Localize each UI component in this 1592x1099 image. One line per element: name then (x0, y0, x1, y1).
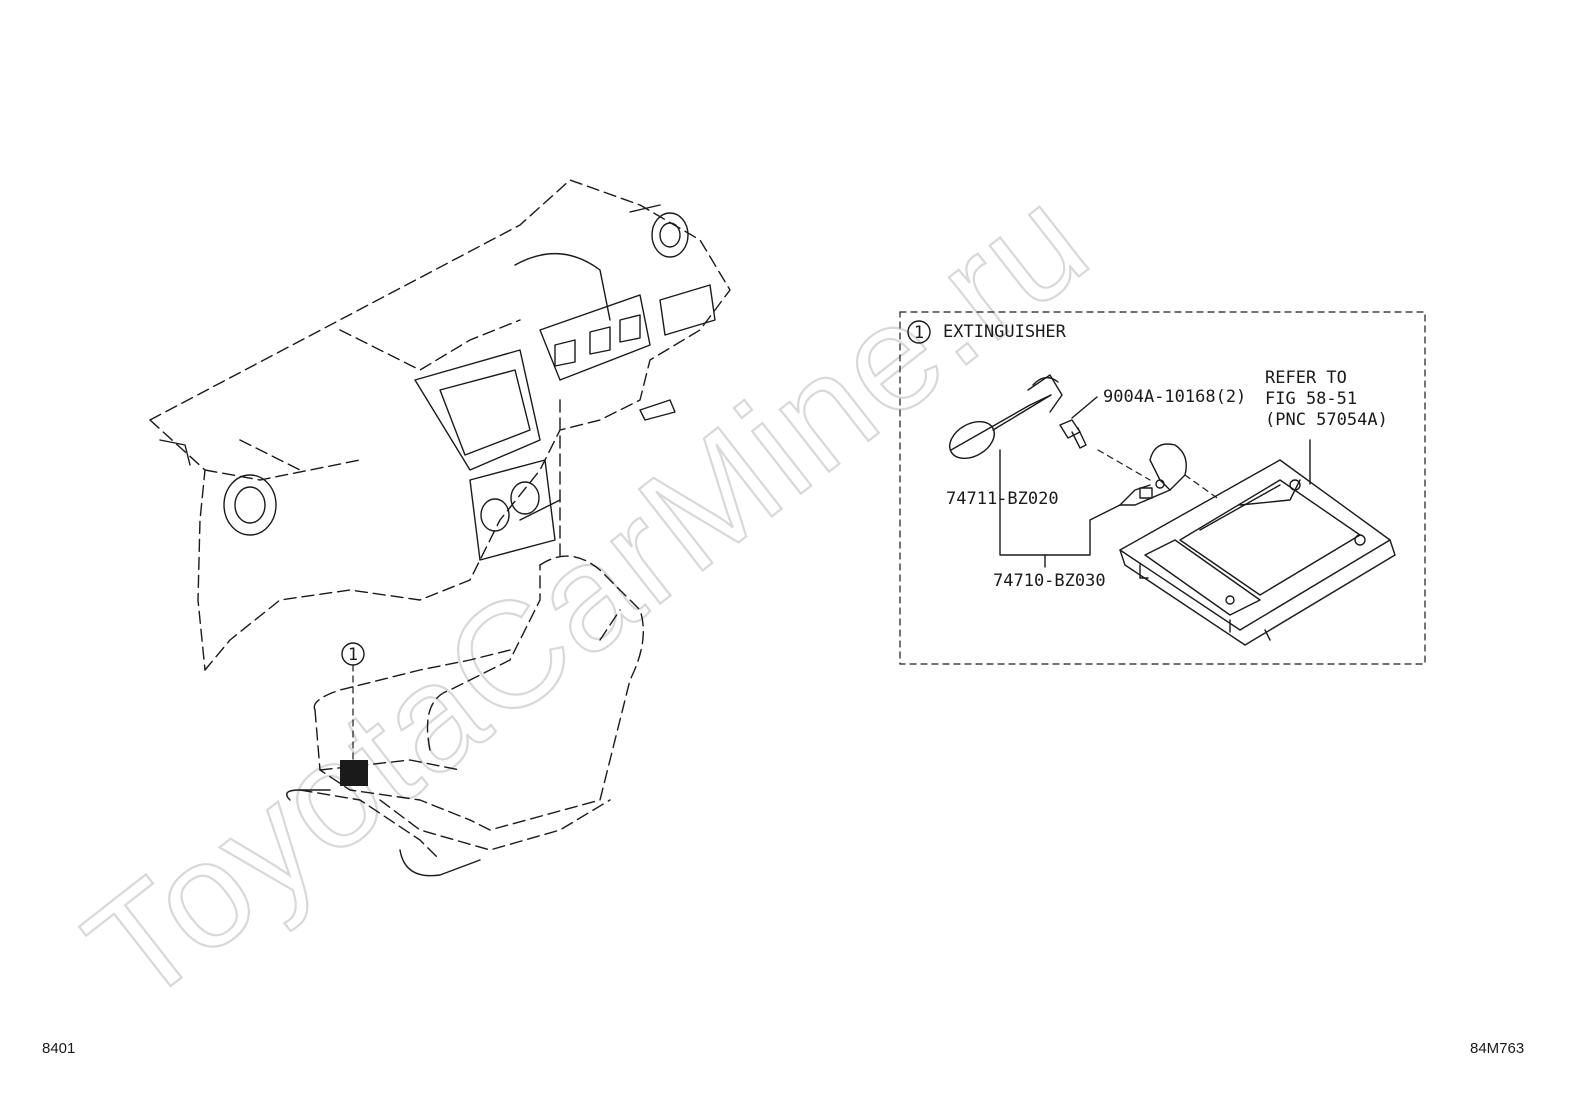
assembly-leader (999, 487, 1121, 556)
extinguisher-part-number: 74711-BZ020 (946, 489, 1059, 509)
extinguisher-canister (949, 374, 1063, 489)
watermark: ToyotaCarMine.ru (56, 154, 1118, 1035)
callout-number-detail: 1 (914, 323, 924, 343)
seat-callout: 1 (340, 642, 368, 786)
figure-code: 84M763 (1470, 1040, 1525, 1057)
callout-circle-detail (907, 320, 931, 344)
detail-title: EXTINGUISHER (943, 322, 1067, 342)
page-code: 8401 (42, 1040, 76, 1057)
instrument-panel-illustration (149, 179, 731, 671)
callout-number-seat: 1 (348, 645, 358, 665)
assembly-part-number: 74710-BZ030 (993, 571, 1106, 591)
bolt-part-number: 9004A-10168(2) (1103, 387, 1246, 407)
seat-frame-part (1119, 439, 1396, 646)
extinguisher-detail-box: 1 EXTINGUISHER (899, 311, 1426, 665)
reference-line-3: (PNC 57054A) (1265, 410, 1388, 430)
reference-line-1: REFER TO (1265, 368, 1347, 388)
bracket-part (1097, 443, 1221, 506)
detail-box-border (899, 311, 1426, 665)
extinguisher-location-marker (340, 760, 368, 786)
reference-line-2: FIG 58-51 (1265, 389, 1357, 409)
seat-illustration (286, 555, 645, 877)
bolt-part (1059, 396, 1098, 449)
